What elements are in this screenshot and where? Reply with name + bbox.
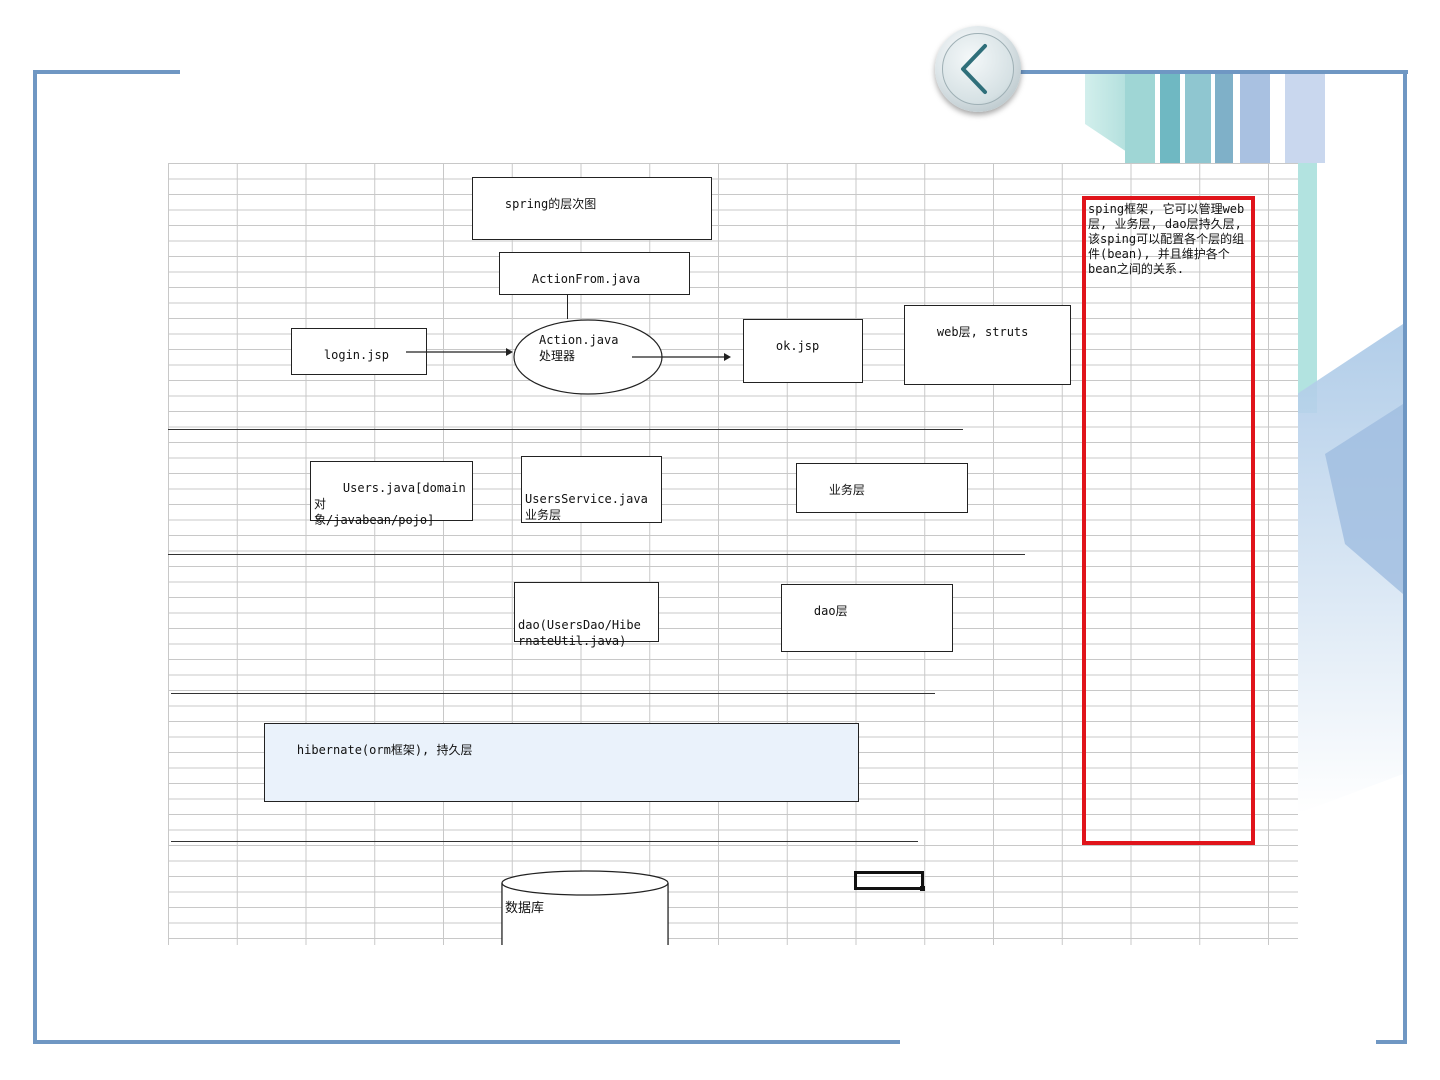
web-layer-box: web层, struts <box>904 305 1071 385</box>
dao-layer-label: dao层 <box>814 604 848 618</box>
separator-web-business <box>168 429 963 430</box>
arrow-login-to-action <box>406 343 514 361</box>
frame-left <box>33 70 37 1044</box>
separator-persistence-db <box>171 841 918 842</box>
dao-layer-box: dao层 <box>781 584 953 652</box>
dao-label: dao(UsersDao/Hibe rnateUtil.java) <box>518 618 641 648</box>
ok-jsp-label: ok.jsp <box>776 339 819 353</box>
login-jsp-label: login.jsp <box>324 348 389 362</box>
fill-handle[interactable] <box>920 886 925 891</box>
spring-note-text: sping框架, 它可以管理web层, 业务层, dao层持久层, 该sping… <box>1088 202 1244 276</box>
chevron-left-icon <box>935 26 1021 112</box>
back-button[interactable] <box>935 26 1021 112</box>
arrow-action-to-ok <box>632 348 732 366</box>
users-java-box: Users.java[domain对 象/javabean/pojo] <box>310 461 473 521</box>
dao-box: dao(UsersDao/Hibe rnateUtil.java) <box>514 582 659 642</box>
users-service-box: UsersService.java 业务层 <box>521 456 662 523</box>
diagram-title: spring的层次图 <box>505 197 596 211</box>
users-java-label: Users.java[domain对 象/javabean/pojo] <box>314 481 466 527</box>
business-layer-label: 业务层 <box>829 483 865 497</box>
selected-cell[interactable] <box>854 871 924 890</box>
separator-business-dao <box>168 554 1025 555</box>
frame-bottom-right <box>1376 1040 1407 1044</box>
hibernate-label: hibernate(orm框架), 持久层 <box>297 743 473 757</box>
frame-top-left <box>33 70 180 74</box>
action-form-box: ActionFrom.java <box>499 252 690 295</box>
separator-dao-persistence <box>171 693 935 694</box>
diagram-title-box: spring的层次图 <box>472 177 712 240</box>
frame-right <box>1403 70 1407 1044</box>
frame-bottom <box>33 1040 900 1044</box>
hibernate-box: hibernate(orm框架), 持久层 <box>264 723 859 802</box>
spring-note-box: sping框架, 它可以管理web层, 业务层, dao层持久层, 该sping… <box>1082 196 1255 845</box>
ok-jsp-box: ok.jsp <box>743 319 863 383</box>
database-label: 数据库 <box>505 897 544 916</box>
web-layer-label: web层, struts <box>937 325 1028 339</box>
action-form-connector <box>567 295 568 319</box>
business-layer-box: 业务层 <box>796 463 968 513</box>
users-service-label: UsersService.java 业务层 <box>525 492 648 522</box>
action-form-label: ActionFrom.java <box>532 272 640 286</box>
